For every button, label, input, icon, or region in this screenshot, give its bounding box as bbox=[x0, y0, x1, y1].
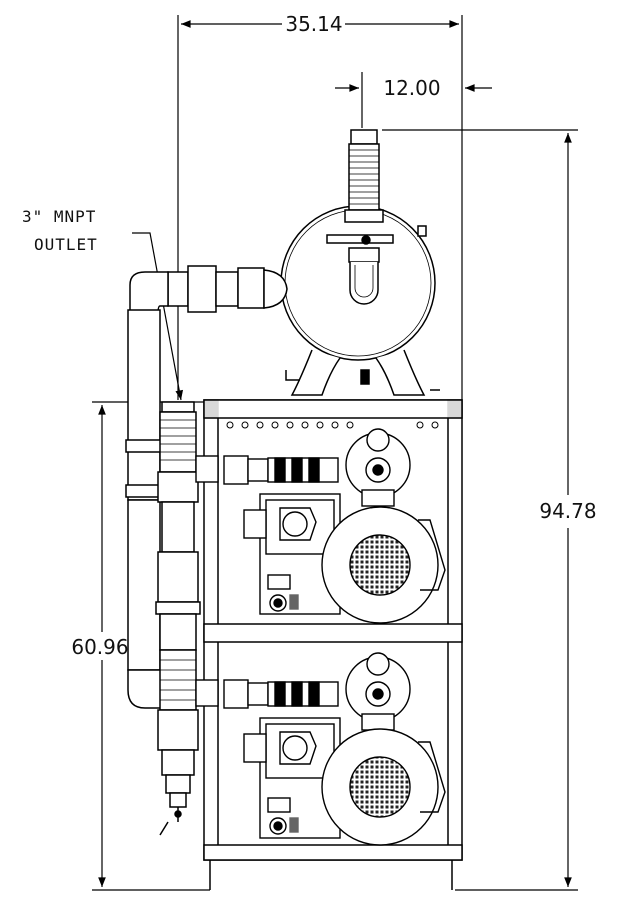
pump-unit-lower bbox=[195, 652, 446, 846]
overall-width-dimension bbox=[177, 15, 463, 400]
receiver-tank bbox=[280, 129, 440, 396]
skid-frame bbox=[203, 399, 463, 890]
overall-width-label: 35.14 bbox=[285, 12, 342, 36]
inlet-offset-dimension bbox=[335, 72, 492, 128]
outlet-piping bbox=[125, 265, 288, 836]
overall-height-label: 94.78 bbox=[539, 499, 596, 523]
overall-height-dimension bbox=[382, 129, 578, 891]
pump-unit-upper bbox=[195, 428, 446, 624]
callout-line-2: OUTLET bbox=[34, 235, 98, 254]
skid-height-label: 60.96 bbox=[71, 635, 128, 659]
inlet-offset-label: 12.00 bbox=[383, 76, 440, 100]
callout-line-1: 3" MNPT bbox=[22, 207, 96, 226]
outlet-callout: 3" MNPT OUTLET bbox=[22, 207, 184, 401]
